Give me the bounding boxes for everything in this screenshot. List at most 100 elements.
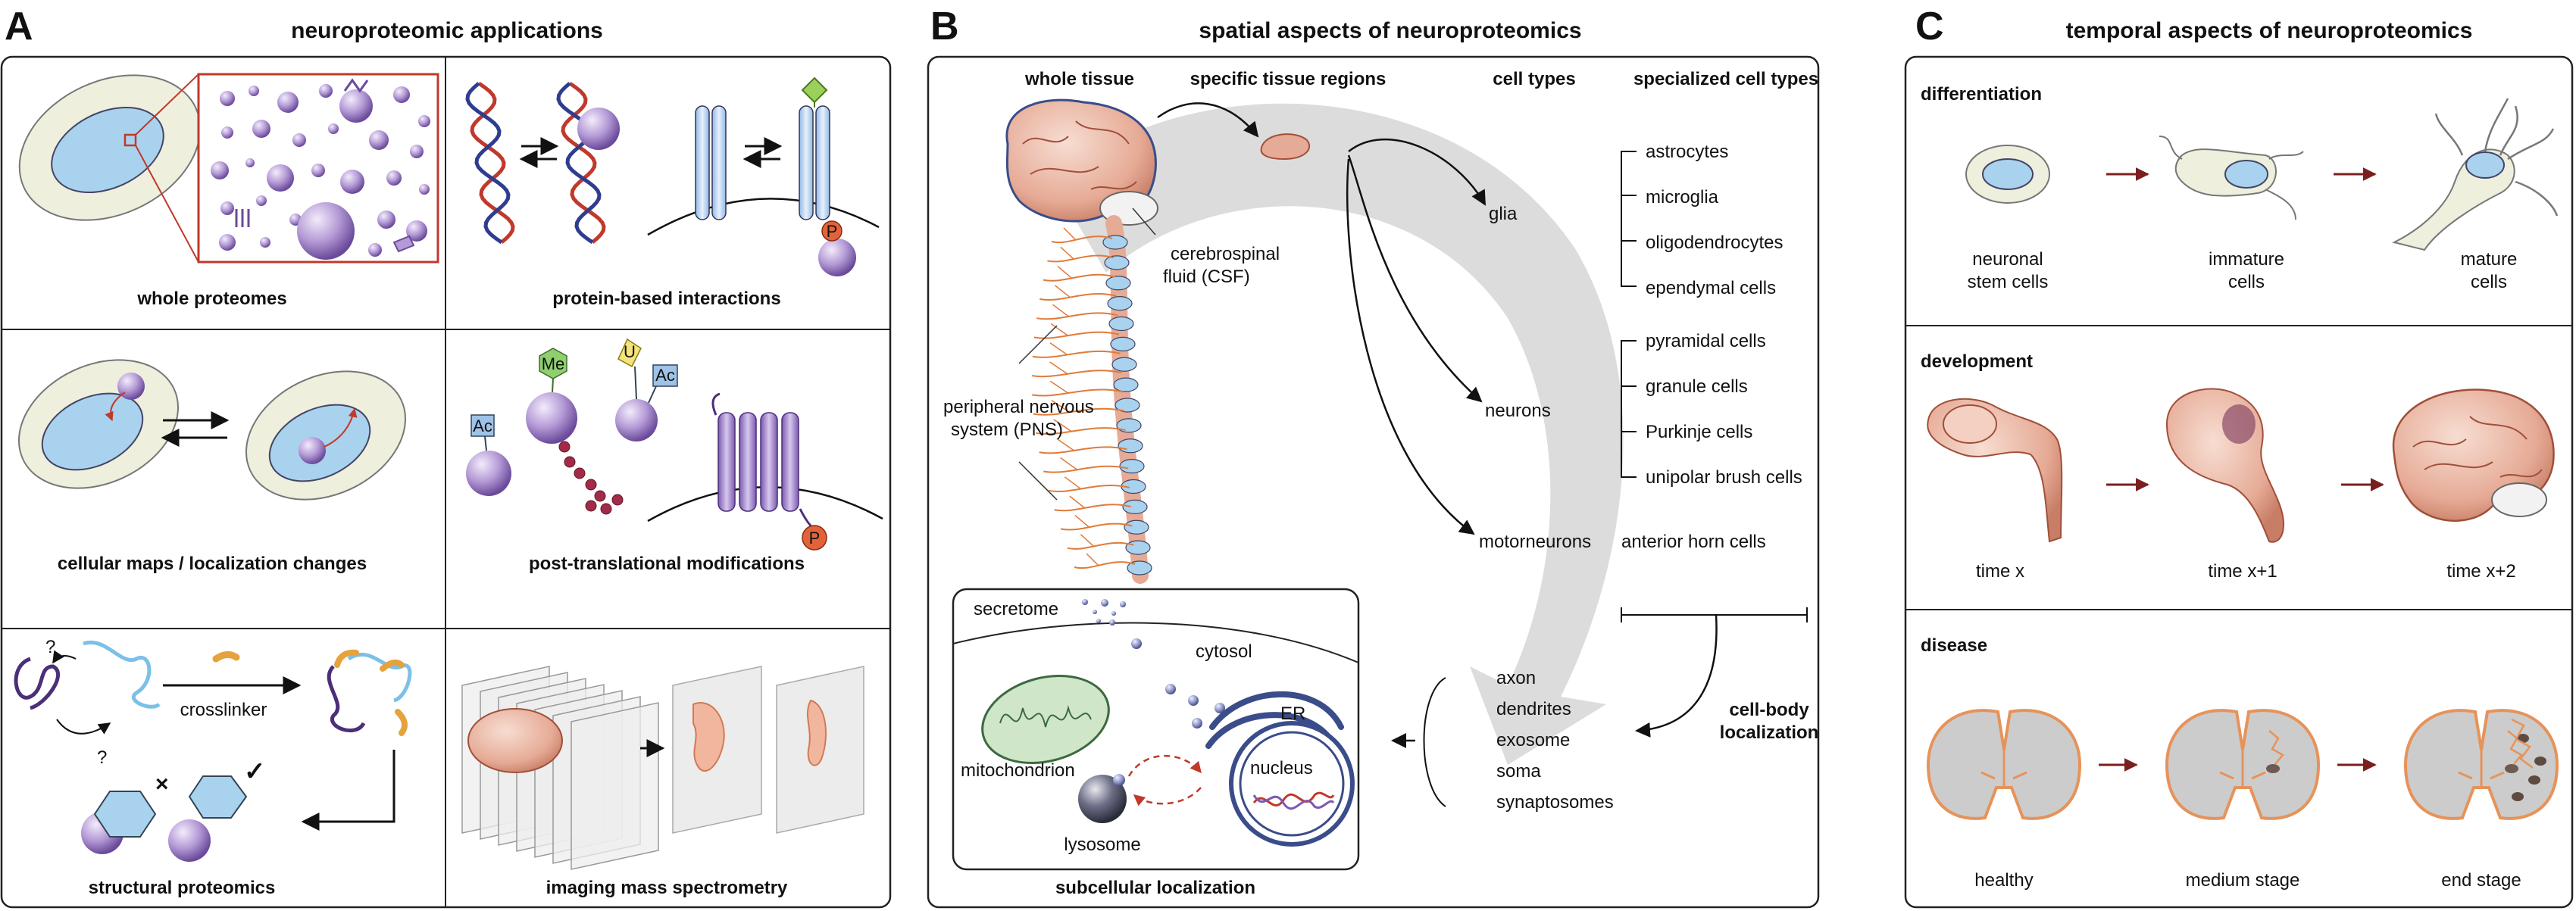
proteome-sphere <box>260 237 270 248</box>
plasma-membrane <box>952 622 1359 663</box>
vertebra-disc <box>1107 296 1133 311</box>
disease-brain-sections <box>1926 709 2559 820</box>
vertebra-disc <box>1122 499 1148 514</box>
pns-label-line1: peripheral nervous <box>943 397 1094 417</box>
ubiquitin-bead <box>611 494 624 506</box>
medium-stage-label: medium stage <box>2186 870 2300 891</box>
immature-label-line2: cells <box>2228 272 2265 292</box>
compartment-item: synaptosomes <box>1496 792 1614 813</box>
nuclear-dna-purple <box>1252 794 1335 810</box>
receptor-b-left <box>799 105 814 220</box>
phospho-badge <box>821 220 843 242</box>
cellular-maps-illustration: cellular maps / localization changes <box>17 359 407 574</box>
receptor-b-right <box>815 105 830 220</box>
nerve-twig <box>1060 246 1074 260</box>
neuron-type-item: pyramidal cells <box>1646 331 1766 351</box>
nucleus-shape <box>51 106 164 194</box>
crosslink-2 <box>380 659 405 672</box>
transmembrane-protein <box>711 392 819 532</box>
adult-brain-gyri <box>2412 416 2543 478</box>
relocation-arrow-out <box>324 407 358 448</box>
nerve-branch <box>1047 254 1114 263</box>
protein-interactions-illustration: P protein-based interactions <box>465 76 880 309</box>
arrow-to-neurons <box>1347 154 1483 403</box>
compartment-item: dendrites <box>1496 699 1571 719</box>
stem-cell-nucleus <box>1982 158 2034 190</box>
proteome-sphere <box>311 164 325 177</box>
cellbody-label-line1: cell-body <box>1729 700 1809 720</box>
compartment-item: soma <box>1496 761 1541 782</box>
mature-dendrites <box>2434 98 2559 217</box>
nucleus-label: nucleus <box>1250 758 1313 778</box>
mitochondrion-cristae <box>999 705 1092 728</box>
time-x-label: time x <box>1976 561 2024 582</box>
vertebra-disc <box>1114 398 1140 413</box>
ubiquitin-tag <box>617 338 642 368</box>
ubiquitin-tag-label: U <box>624 342 636 361</box>
neuron-type-item: Purkinje cells <box>1646 422 1752 442</box>
pns-label-line2: system (PNS) <box>951 420 1063 440</box>
development-title: development <box>1921 351 2033 372</box>
neuron-type-item: unipolar brush cells <box>1646 467 1802 488</box>
proteome-sphere <box>220 201 234 215</box>
question-mark-2: ? <box>97 747 107 768</box>
nerve-branch <box>1039 293 1117 301</box>
phospho-label: P <box>827 222 838 241</box>
proteome-sphere <box>339 89 373 123</box>
cellbody-label-line2: localization <box>1720 722 1819 743</box>
header-whole-tissue: whole tissue <box>1024 69 1134 89</box>
proteome-sphere <box>221 126 233 139</box>
lesion-spot <box>2266 764 2280 773</box>
proteome-sphere <box>211 161 229 179</box>
arrow-to-motorneurons <box>1346 158 1475 535</box>
tm-helix-4 <box>781 412 799 512</box>
cellbody-scale-bar <box>1621 607 1808 622</box>
proteome-sphere <box>245 158 255 167</box>
cytosol-dot-5 <box>1192 718 1202 728</box>
panel-a: A neuroproteomic applications whole prot… <box>0 5 892 909</box>
nerve-branch <box>1032 351 1121 358</box>
zoom-line-top <box>135 73 199 136</box>
differentiation-title: differentiation <box>1921 84 2042 105</box>
tissue-slice <box>571 702 659 870</box>
proteome-sphere <box>406 220 427 242</box>
cytosol-dot-2 <box>1165 684 1176 694</box>
protein-nucleus <box>299 437 326 464</box>
acetyl-tag-2-label: Ac <box>655 366 675 385</box>
crosslinker-shape <box>212 651 240 663</box>
panel-b-letter: B <box>930 5 959 48</box>
mature-label-line1: mature <box>2461 249 2518 270</box>
cell-type-motorneurons: motorneurons <box>1479 532 1591 552</box>
proteome-sphere <box>252 120 270 138</box>
nuclear-dna-red <box>1252 791 1335 806</box>
lysosome-label: lysosome <box>1064 835 1140 855</box>
panel-b-frame <box>927 55 1820 909</box>
proteome-sphere <box>249 86 259 96</box>
nerve-branch <box>1051 236 1113 244</box>
csf-label-line1: cerebrospinal <box>1171 244 1280 264</box>
embryo-1-vesicle <box>1943 404 1997 444</box>
relocation-arrow-in <box>105 392 126 422</box>
ubiquitin-bead <box>574 467 586 479</box>
ubiquitin-bead <box>585 500 597 512</box>
ptm-illustration: Ac Me U Ac P post- <box>466 338 883 574</box>
vertebra-disc <box>1108 316 1134 332</box>
panel-c: C temporal aspects of neuroproteomics di… <box>1904 5 2574 909</box>
compartment-item: axon <box>1496 668 1536 688</box>
acetyl-link-1 <box>484 435 487 451</box>
brain-section-ventricles <box>1980 750 2027 786</box>
proteome-sphere <box>256 195 267 206</box>
crosslink-3 <box>395 709 408 736</box>
lesion-spot <box>2505 764 2518 773</box>
cytosol-label: cytosol <box>1196 641 1252 662</box>
ubiquitin-bead <box>600 503 612 515</box>
secretome-vesicle <box>1096 619 1101 623</box>
nerve-branch <box>1067 541 1134 550</box>
arrow-to-glia <box>1348 138 1487 206</box>
secretome-vesicle <box>1120 601 1126 607</box>
receptor-a-right <box>711 105 727 220</box>
nerve-twig <box>1063 227 1077 241</box>
